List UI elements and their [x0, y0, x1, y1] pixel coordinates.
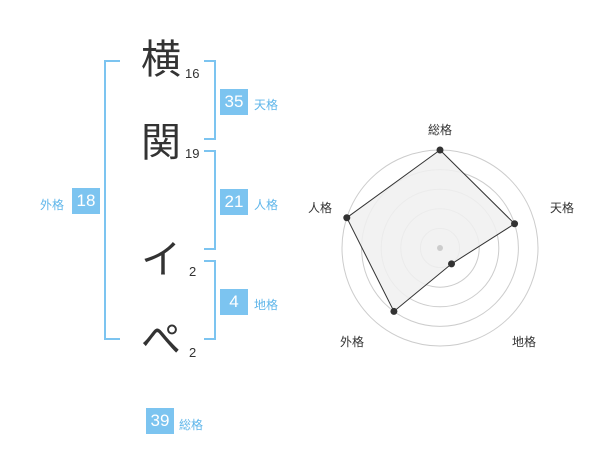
radar-axis-label-tenkaku: 天格	[550, 200, 574, 215]
chikaku-bracket	[204, 260, 216, 340]
stroke-count-3: 2	[189, 264, 197, 279]
gaikaku-value: 18	[72, 188, 100, 214]
soukaku-label: 総格	[179, 418, 204, 432]
radar-point	[390, 307, 398, 315]
radar-point	[448, 260, 456, 268]
name-char-3: イ	[141, 237, 181, 283]
gaikaku-label: 外格	[40, 198, 65, 212]
stroke-count-1: 16	[185, 66, 200, 81]
soukaku-value: 39	[146, 408, 174, 434]
radar-axis-label-chikaku: 地格	[512, 334, 536, 349]
radar-point	[343, 214, 351, 222]
stroke-count-2: 19	[185, 146, 200, 161]
tenkaku-value: 35	[220, 89, 248, 115]
gaikaku-bracket	[104, 60, 120, 340]
name-char-4: ぺ	[141, 317, 181, 363]
radar-points	[343, 146, 519, 315]
jinkaku-label: 人格	[254, 198, 279, 212]
radar-point	[436, 146, 444, 154]
radar-axis-label-gaikaku: 外格	[340, 334, 364, 349]
chikaku-label: 地格	[254, 298, 279, 312]
radar-center-dot	[437, 245, 443, 251]
radar-shape	[346, 149, 516, 313]
jinkaku-bracket	[204, 150, 216, 250]
jinkaku-value: 21	[220, 189, 248, 215]
name-char-1: 横	[141, 37, 181, 83]
radar-chart: 総格 天格 地格 外格 人格	[308, 122, 574, 349]
chikaku-value: 4	[220, 289, 248, 315]
tenkaku-label: 天格	[254, 98, 279, 112]
radar-point	[511, 220, 519, 228]
radar-axis-label-soukaku: 総格	[428, 122, 452, 137]
name-char-2: 関	[141, 120, 181, 166]
radar-axis-label-jinkaku: 人格	[308, 200, 332, 215]
stroke-count-4: 2	[189, 345, 197, 360]
tenkaku-bracket	[204, 60, 216, 140]
